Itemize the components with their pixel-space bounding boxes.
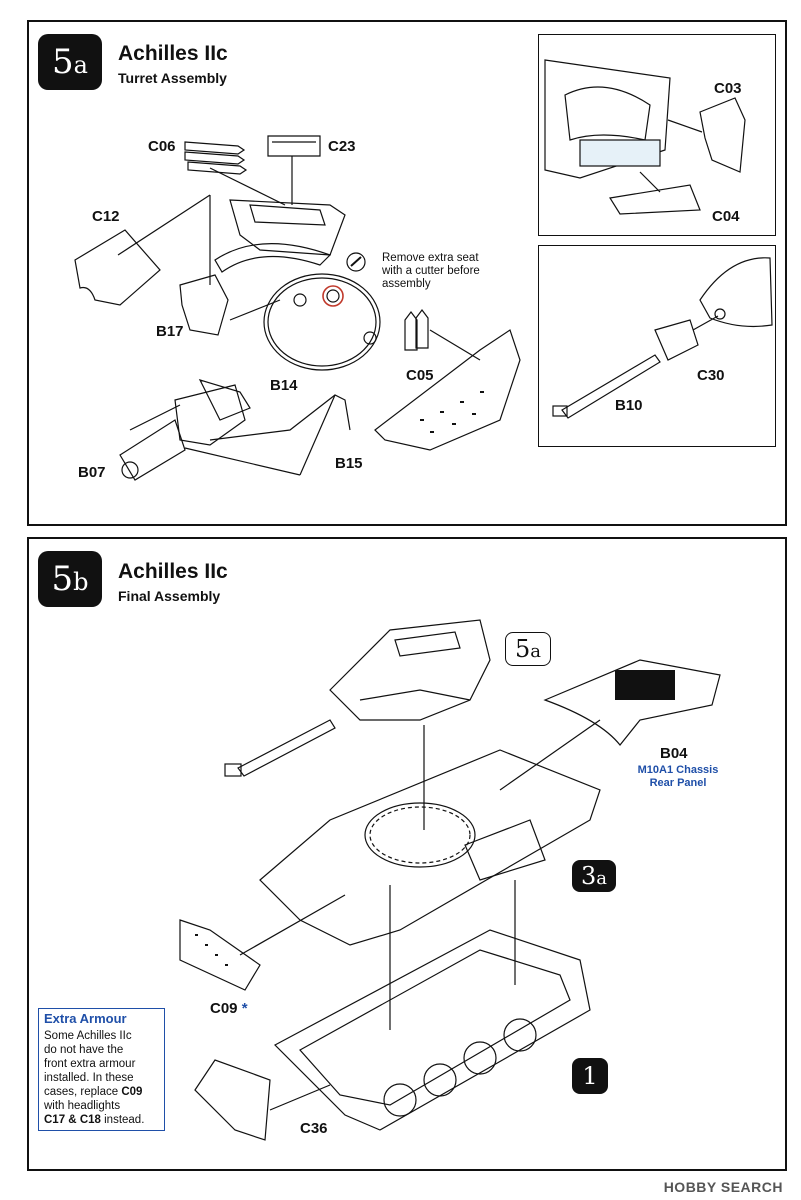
label-c12: C12	[92, 208, 120, 225]
b04-caption-line-1: M10A1 Chassis	[637, 764, 719, 776]
label-c23: C23	[328, 138, 356, 155]
step-5a-badge: 5a	[38, 34, 102, 90]
inset-bottom-right	[538, 245, 776, 447]
b10-part	[561, 354, 661, 419]
ref-step-3a: 3a	[572, 860, 616, 892]
c05-shells-part	[404, 309, 429, 351]
b04-caption-line-2: Rear Panel	[649, 777, 707, 789]
ref-5a-suffix: a	[530, 641, 541, 662]
c04-part	[609, 184, 701, 215]
label-b04: B04	[660, 745, 688, 762]
note-line-3: assembly	[382, 278, 431, 290]
step-5a-subtitle: Turret Assembly	[118, 70, 227, 86]
label-c03: C03	[714, 80, 742, 97]
callout-c17: C17	[44, 1114, 66, 1126]
callout-line-5: cases, replace C09	[44, 1085, 159, 1099]
step-5a-suffix: a	[73, 51, 88, 79]
label-b07: B07	[78, 464, 106, 481]
extra-armour-callout: Extra Armour Some Achilles IIc do not ha…	[38, 1008, 165, 1131]
ref-step-1: 1	[572, 1058, 608, 1094]
label-c09-asterisk: *	[241, 1000, 248, 1017]
ref-3a-num: 3	[580, 862, 597, 890]
callout-line-4: installed. In these	[44, 1072, 134, 1084]
callout-title: Extra Armour	[44, 1011, 127, 1026]
step-5b-badge: 5b	[38, 551, 102, 607]
callout-line-7: C17 & C18 instead.	[44, 1113, 159, 1127]
step-5b-number: 5	[51, 559, 74, 599]
note-line-2: with a cutter before	[382, 265, 480, 277]
c09-part	[179, 919, 261, 991]
b17-part	[179, 274, 229, 336]
label-b10: B10	[615, 397, 643, 414]
callout-c09: C09	[121, 1086, 143, 1098]
ref-step-5a: 5a	[505, 632, 551, 666]
ref-3a-suffix: a	[596, 868, 607, 889]
callout-amp: &	[65, 1114, 80, 1126]
label-c09: C09 *	[210, 1000, 248, 1017]
label-c06: C06	[148, 138, 176, 155]
b04-part	[543, 659, 721, 746]
gun-barrel	[237, 719, 336, 777]
step-5b-subtitle: Final Assembly	[118, 588, 221, 604]
hull-assembly	[259, 749, 601, 946]
c23-part	[267, 135, 321, 157]
note-line-1: Remove extra seat	[382, 252, 479, 264]
step-5b-title: Achilles IIc	[118, 560, 228, 583]
c06-shells-part	[184, 141, 248, 175]
callout-c18: C18	[79, 1114, 101, 1126]
label-c36: C36	[300, 1120, 328, 1137]
label-b14: B14	[270, 377, 298, 394]
c12-part	[74, 229, 161, 306]
chassis-tracks	[274, 929, 591, 1131]
callout-line-1: Some Achilles IIc	[44, 1030, 132, 1042]
label-b17: B17	[156, 323, 184, 340]
callout-line-3: front extra armour	[44, 1058, 136, 1070]
b04-caption: M10A1 Chassis Rear Panel	[620, 764, 736, 790]
callout-line-2: do not have the	[44, 1044, 124, 1056]
c36-part	[194, 1059, 271, 1141]
inset-top-right	[538, 34, 776, 236]
label-b15: B15	[335, 455, 363, 472]
ref-5a-num: 5	[514, 635, 531, 663]
remove-seat-note: Remove extra seat with a cutter before a…	[382, 252, 480, 291]
step-5b-suffix: b	[73, 568, 89, 596]
callout-line-5-text: cases, replace	[44, 1086, 122, 1098]
label-c09-text: C09	[210, 1000, 238, 1017]
b15-part	[374, 329, 521, 451]
callout-line-7-text: instead.	[100, 1114, 145, 1126]
c30-part	[654, 319, 699, 361]
b14-part	[263, 273, 381, 371]
callout-line-6: with headlights	[44, 1100, 121, 1112]
turret-assembly	[329, 619, 491, 721]
label-c30: C30	[697, 367, 725, 384]
step-5a-title: Achilles IIc	[118, 42, 228, 65]
step-5a-number: 5	[52, 42, 74, 82]
c03-part	[699, 97, 746, 173]
watermark: HOBBY SEARCH	[663, 1179, 783, 1195]
label-c05: C05	[406, 367, 434, 384]
label-c04: C04	[712, 208, 740, 225]
